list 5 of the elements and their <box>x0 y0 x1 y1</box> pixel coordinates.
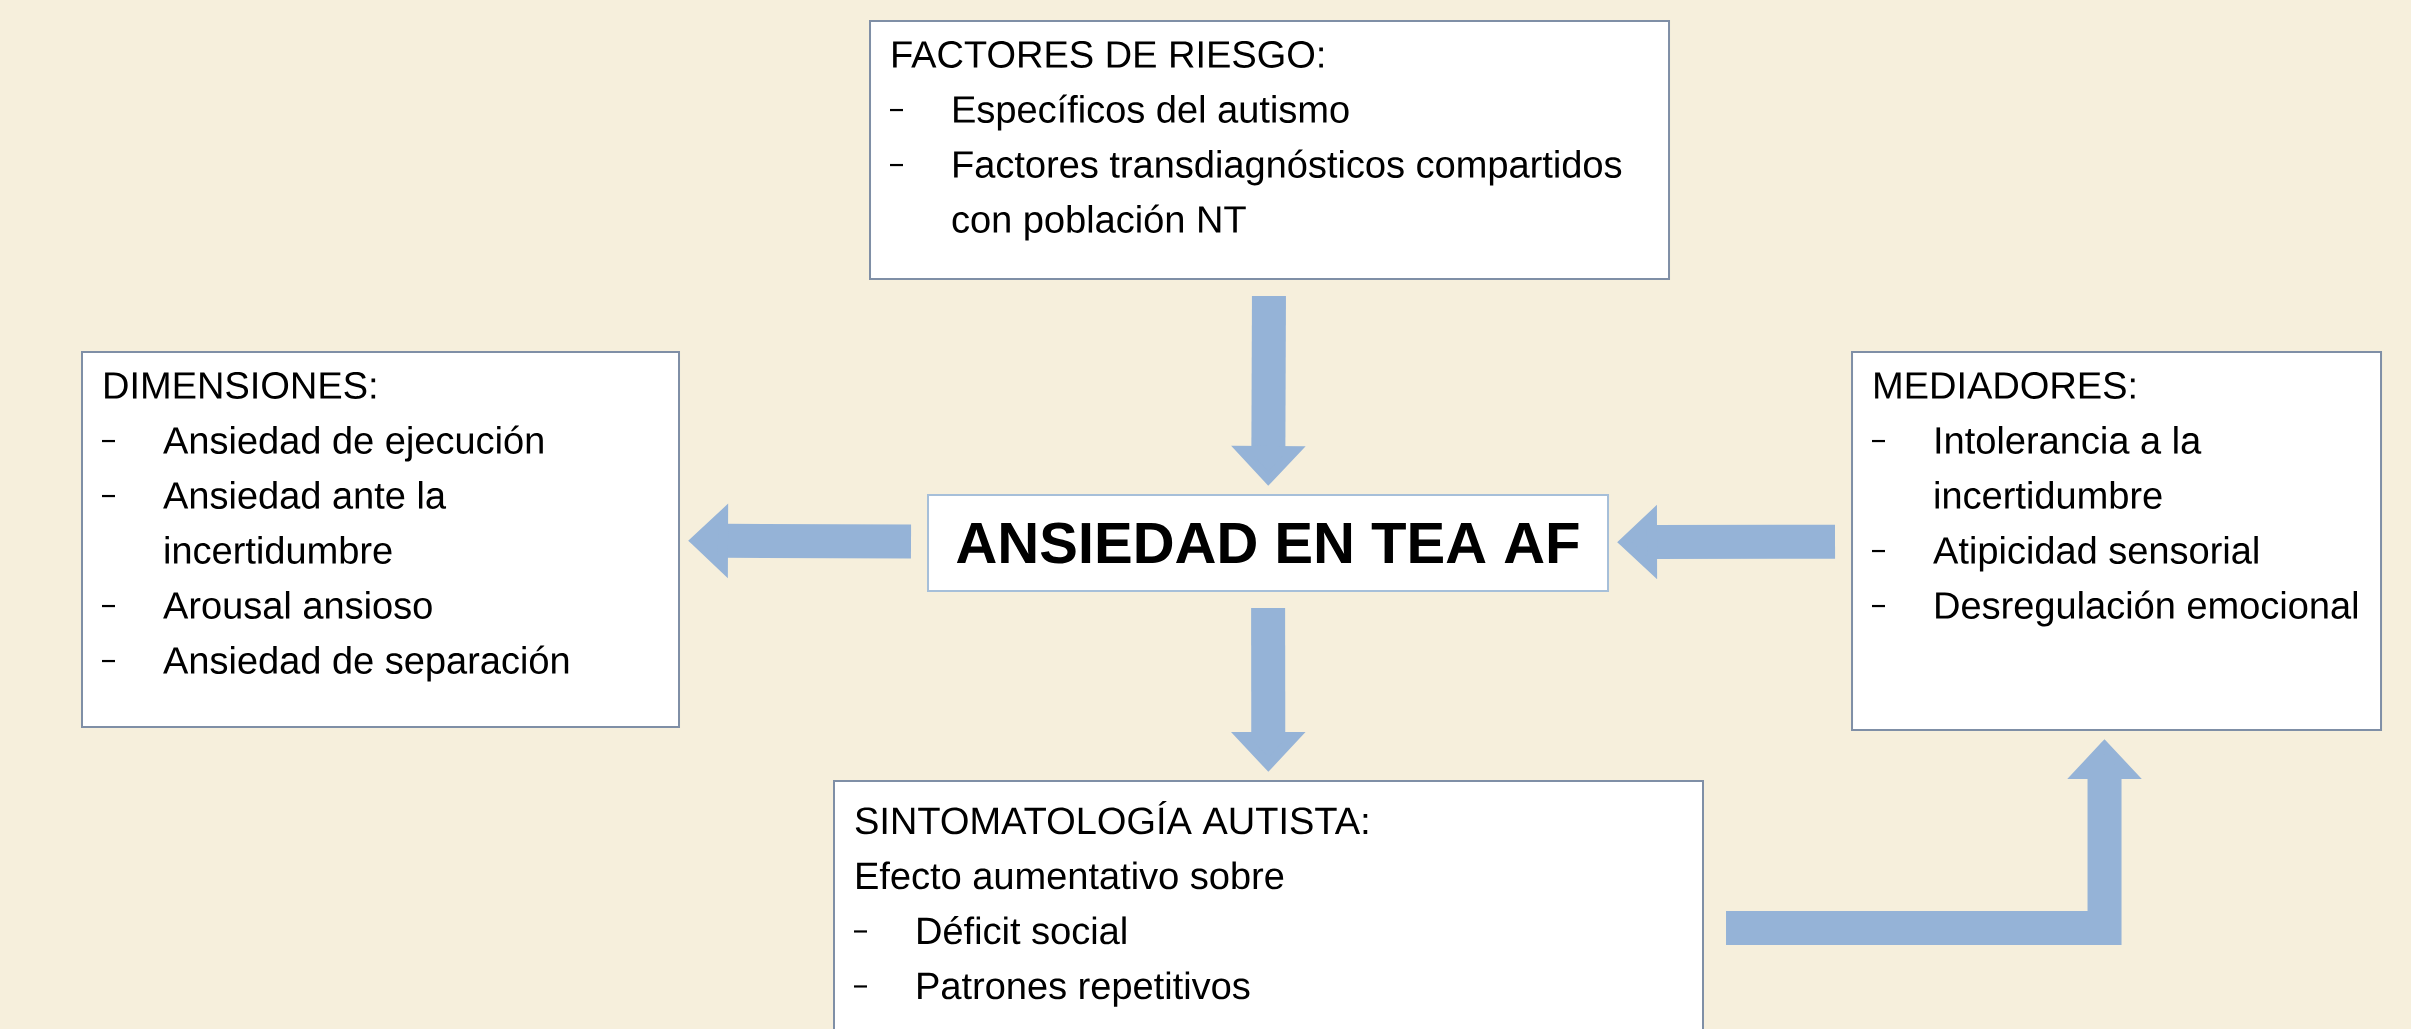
text-box: FACTORES DE RIESGO: Específicos del autismo Factores transdiagnósticos compartidos con población NT <box>869 20 1670 280</box>
title-box: ANSIEDAD EN TEA AF <box>927 494 1609 592</box>
text-box: MEDIADORES: Intolerancia a la incertidumbre Atipicidad sensorial Desregulación emocional <box>1851 351 2383 731</box>
text-box: DIMENSIONES: Ansiedad de ejecución Ansiedad ante la incertidumbre Arousal ansioso Ansiedad de separación <box>81 351 680 728</box>
text-box: SINTOMATOLOGÍA AUTISTA: Efecto aumentativo sobre Déficit social Patrones repetitivos <box>833 780 1704 1029</box>
